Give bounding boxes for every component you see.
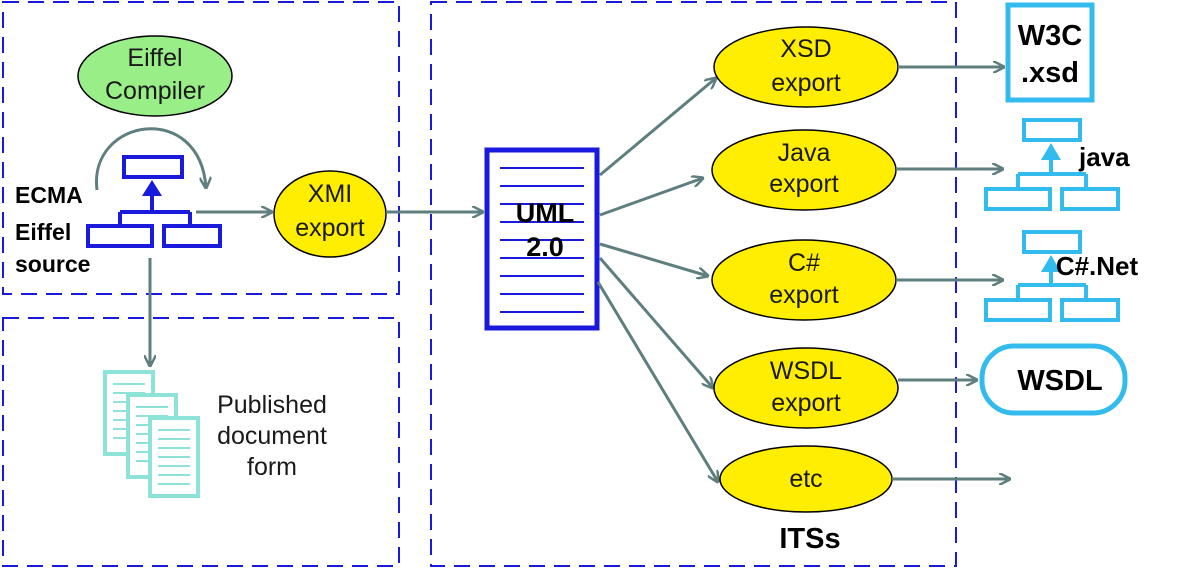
uml-to-etc-arrow [596,281,718,482]
xsd-export-label-2: export [771,69,841,97]
wsdl-export-node: WSDL export [713,347,899,429]
source-label-2: Eiffel [15,219,71,245]
java-export-label-1: Java [778,139,831,167]
publish-region [2,317,400,567]
xsd-export-label-1: XSD [780,35,831,63]
uml-to-csharp-arrow [599,242,708,276]
wsdl-target: WSDL [979,343,1128,416]
document-stack-icon [103,370,200,498]
uml-to-java-arrow [599,178,703,217]
wsdl-export-label-2: export [771,389,841,417]
compile-region [2,1,400,295]
w3c-label: W3C [1018,20,1083,52]
etc-export-node: etc [719,445,893,513]
csharp-target-label: C#.Net [1056,251,1139,281]
source-label-3: source [15,251,90,277]
xsd-label: .xsd [1021,57,1079,89]
compiler-label-1: Eiffel [127,44,182,72]
published-label-2: document [217,422,327,450]
eiffel-source-hierarchy-icon [86,155,222,248]
its-region [430,1,957,567]
uml-label-1: UML [516,198,574,228]
java-export-label-2: export [769,170,839,198]
uml-to-wsdl-arrow [598,257,713,388]
w3c-xsd-target: W3C .xsd [1005,2,1095,103]
csharp-export-label-2: export [769,281,839,309]
uml-label-2: 2.0 [526,232,564,262]
csharp-hierarchy-icon [984,230,1120,322]
its-label: ITSs [779,523,840,555]
xmi-label-2: export [295,214,365,242]
source-label-1: ECMA [15,182,83,208]
compile-loop-arrow [95,127,206,191]
csharp-export-label-1: C# [788,249,820,277]
uml-document-node: UML 2.0 [484,147,600,331]
xmi-label-1: XMI [308,180,352,208]
eiffel-compiler-node: Eiffel Compiler [77,35,233,117]
java-target-label: java [1078,142,1130,172]
uml-to-xsd-arrow [599,78,716,177]
java-hierarchy-icon [984,118,1120,211]
published-label-3: form [247,453,297,481]
compiler-label-2: Compiler [105,77,205,105]
xsd-export-node: XSD export [713,26,899,108]
etc-export-label: etc [789,465,822,493]
published-label-1: Published [217,391,327,419]
wsdl-target-label: WSDL [1017,365,1102,397]
xmi-export-node: XMI export [273,170,387,258]
wsdl-export-label-1: WSDL [770,357,842,385]
java-export-node: Java export [711,129,897,211]
csharp-export-node: C# export [711,239,897,321]
